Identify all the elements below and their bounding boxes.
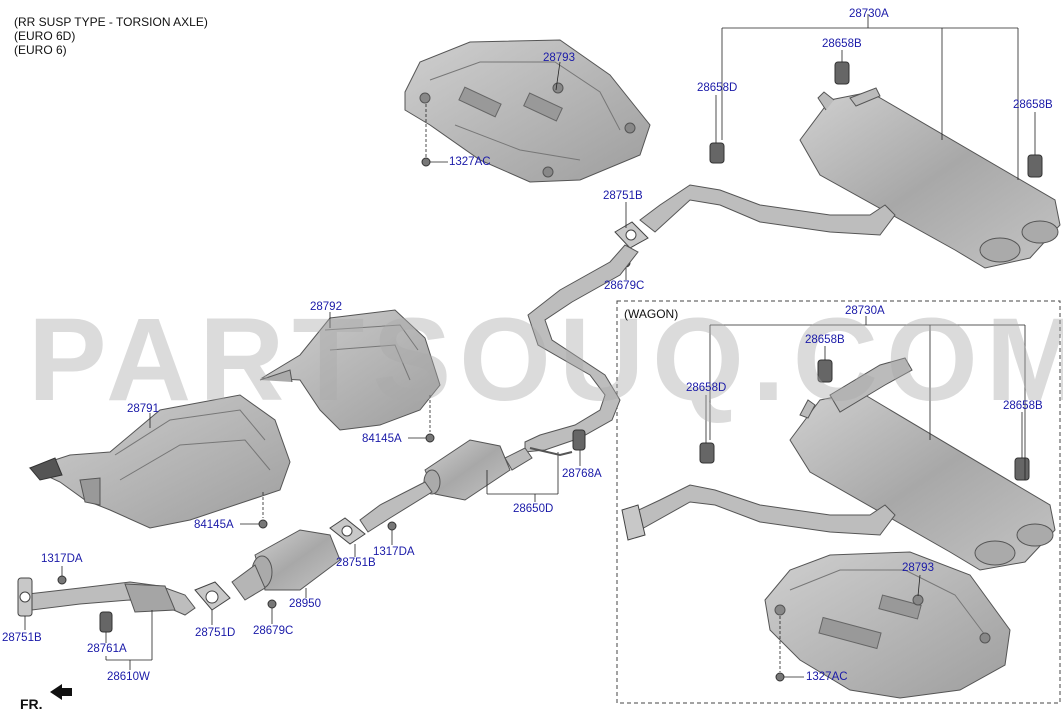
rear-muffler-top [799, 87, 1061, 269]
label-84145a-low[interactable]: 84145A [194, 519, 234, 531]
heat-shield-28793-top [404, 39, 651, 183]
label-28950[interactable]: 28950 [289, 598, 321, 610]
front-pipe-28610w [17, 577, 196, 617]
label-28751b-mid[interactable]: 28751B [336, 557, 376, 569]
label-28658b-wagon-mid[interactable]: 28658B [805, 334, 845, 346]
center-pipe [524, 244, 639, 453]
label-28730a-top[interactable]: 28730A [849, 8, 889, 20]
label-28658d-top[interactable]: 28658D [697, 82, 738, 94]
label-28650d[interactable]: 28650D [513, 503, 554, 515]
hanger-28658d-wagon [699, 442, 715, 464]
catalytic-converter-28950 [231, 529, 341, 601]
label-28658b-wagon-right[interactable]: 28658B [1003, 400, 1043, 412]
label-28658b-top-right[interactable]: 28658B [1013, 99, 1053, 111]
label-28679c-top[interactable]: 28679C [604, 280, 645, 292]
label-28751b-top[interactable]: 28751B [603, 190, 643, 202]
header-line-1: (RR SUSP TYPE - TORSION AXLE) [14, 15, 208, 29]
label-28610w[interactable]: 28610W [107, 671, 150, 683]
heat-shield-28792 [259, 309, 441, 431]
label-28761a[interactable]: 28761A [87, 643, 127, 655]
hanger-28658d-top [709, 142, 725, 164]
hanger-28658b-wagon-right [1014, 457, 1030, 481]
label-28751d[interactable]: 28751D [195, 627, 236, 639]
front-direction-label: FR. [20, 696, 43, 712]
label-28658b-top-mid[interactable]: 28658B [822, 38, 862, 50]
label-28658d-wagon[interactable]: 28658D [686, 382, 727, 394]
label-28793-wagon[interactable]: 28793 [902, 562, 934, 574]
center-muffler-28650d [423, 439, 533, 501]
hanger-28658b-top-right [1027, 154, 1043, 178]
label-28792[interactable]: 28792 [310, 301, 342, 313]
heat-shield-28793-wagon [764, 551, 1011, 699]
wagon-section-label: (WAGON) [624, 307, 679, 321]
wagon-section-box [616, 300, 1061, 704]
label-84145a-mid[interactable]: 84145A [362, 433, 402, 445]
header-line-2: (EURO 6D) [14, 29, 76, 43]
label-1317da-left[interactable]: 1317DA [41, 553, 83, 565]
hanger-28658b-wagon-mid [817, 359, 833, 383]
hanger-28761a [99, 611, 113, 633]
front-direction-arrow-icon [50, 684, 72, 700]
label-28793-top[interactable]: 28793 [543, 52, 575, 64]
hanger-28658b-top-mid [834, 61, 850, 85]
label-28679c-low[interactable]: 28679C [253, 625, 294, 637]
label-1317da-mid[interactable]: 1317DA [373, 546, 415, 558]
header-line-3: (EURO 6) [14, 43, 67, 57]
label-28791[interactable]: 28791 [127, 403, 159, 415]
label-28730a-wagon[interactable]: 28730A [845, 305, 885, 317]
label-1327ac-wagon[interactable]: 1327AC [806, 671, 848, 683]
label-28751b-left[interactable]: 28751B [2, 632, 42, 644]
hanger-28768a [572, 429, 586, 451]
label-28768a[interactable]: 28768A [562, 468, 602, 480]
label-1327ac-top[interactable]: 1327AC [449, 156, 491, 168]
heat-shield-28791 [28, 394, 291, 529]
